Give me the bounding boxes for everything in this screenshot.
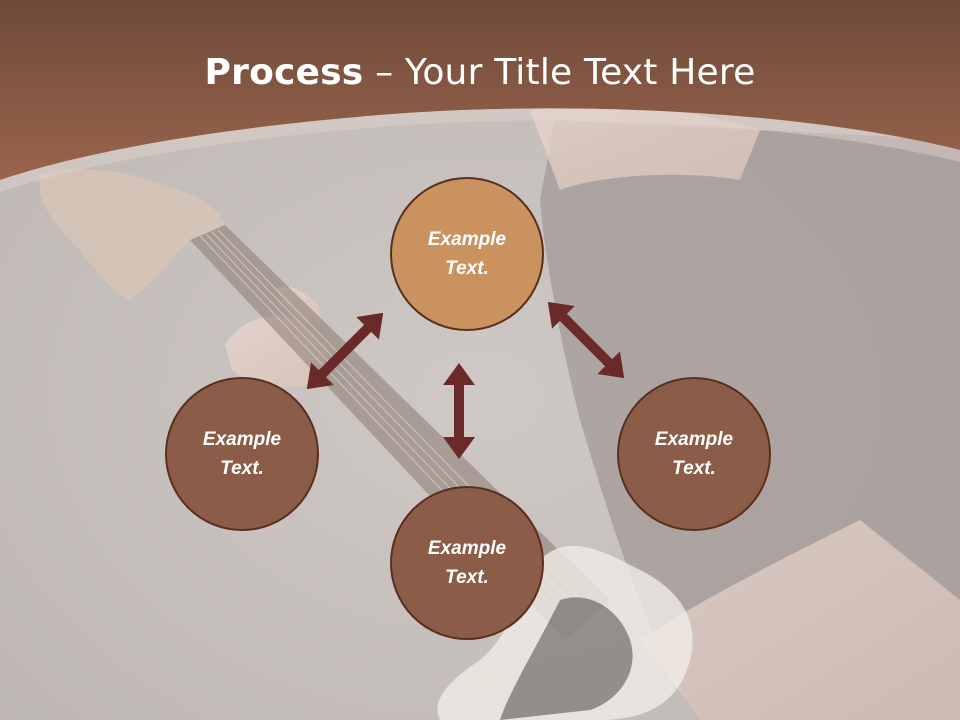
arrow-top-right [547,301,625,379]
guitar-pickguard [500,597,633,720]
arrow-top-left [306,312,384,390]
connector-arrows [306,301,625,459]
process-node-left[interactable]: Example Text. [165,377,319,531]
musician-forearm [640,520,960,720]
page-title: Process – Your Title Text Here [0,52,960,93]
arrow-vertical [443,363,475,459]
header-band [0,0,960,180]
node-label: Example Text. [427,229,507,279]
guitar-headstock [39,169,226,300]
title-bold: Process [204,52,364,93]
node-label: Example Text. [427,538,507,588]
title-rest: – Your Title Text Here [363,52,756,93]
process-node-bottom[interactable]: Example Text. [390,486,544,640]
guitar-body [437,545,693,720]
process-node-right[interactable]: Example Text. [617,377,771,531]
node-label: Example Text. [202,429,282,479]
node-label: Example Text. [654,429,734,479]
musician-arm [530,106,760,190]
process-node-top[interactable]: Example Text. [390,177,544,331]
